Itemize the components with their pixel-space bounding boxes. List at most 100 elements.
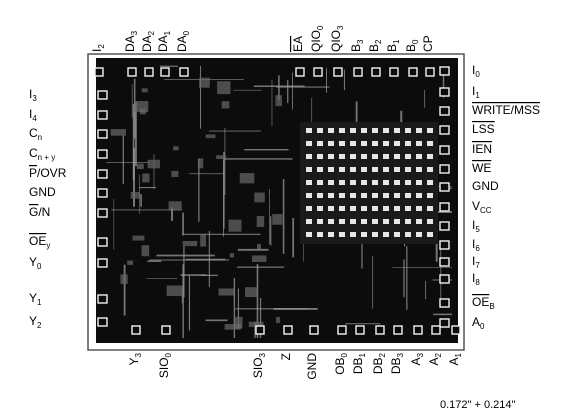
ram-cell — [317, 219, 323, 224]
pin-label-a0: A0 — [472, 315, 485, 331]
ram-cell — [383, 232, 389, 237]
ram-cell — [394, 128, 400, 133]
circuit-block — [168, 201, 182, 211]
pin-label-db1: DB1 — [351, 352, 367, 374]
ram-cell — [383, 128, 389, 133]
bond-pad-da1 — [160, 67, 170, 77]
circuit-block — [173, 146, 179, 151]
ram-cell — [427, 206, 433, 211]
ram-cell — [383, 180, 389, 185]
pin-label-cp: CP — [421, 35, 435, 52]
circuit-block — [221, 101, 230, 109]
bond-pad-db2 — [375, 325, 385, 335]
circuit-block — [217, 81, 231, 95]
circuit-block — [205, 134, 216, 139]
bond-pad-a3 — [413, 325, 423, 335]
bond-pad-i1 — [439, 87, 450, 97]
pin-label-sio0: SIO0 — [157, 352, 173, 378]
bond-pad-db1 — [355, 325, 365, 335]
bond-pad-y2 — [97, 317, 108, 327]
circuit-block — [147, 159, 161, 169]
ram-cell — [427, 141, 433, 146]
bond-pad-g-n — [97, 208, 108, 218]
circuit-block — [245, 287, 259, 298]
circuit-block — [275, 95, 282, 107]
ram-cell — [361, 206, 367, 211]
circuit-block — [182, 240, 198, 247]
ram-cell — [350, 206, 356, 211]
ram-cell — [383, 219, 389, 224]
pin-label-ien: IEN — [472, 142, 492, 156]
circuit-block — [132, 235, 145, 241]
circuit-block — [276, 316, 281, 324]
bond-pad-i3 — [97, 90, 108, 100]
ram-cell — [361, 128, 367, 133]
bond-pad-b3 — [353, 67, 363, 77]
ram-cell — [306, 232, 312, 237]
die-outline — [87, 53, 465, 351]
ram-cell — [339, 180, 345, 185]
ram-cell — [383, 206, 389, 211]
ram-cell — [350, 141, 356, 146]
ram-cell — [416, 180, 422, 185]
bond-pad-lss — [439, 125, 450, 135]
ram-cell — [339, 219, 345, 224]
pin-label-cn-y: Cn + y — [29, 146, 55, 162]
circuit-block — [272, 214, 283, 225]
pin-label-qio3: QIO3 — [329, 25, 345, 52]
bond-pad-y0 — [97, 258, 108, 268]
ram-cell — [339, 128, 345, 133]
ram-cell — [372, 167, 378, 172]
ram-cell — [350, 193, 356, 198]
ram-cell — [427, 128, 433, 133]
pin-label-y2: Y2 — [29, 314, 42, 330]
ram-cell — [328, 128, 334, 133]
bond-pad-y3 — [131, 325, 141, 335]
bond-pad-i2 — [94, 67, 104, 77]
ram-cell — [394, 219, 400, 224]
pin-label-da1: DA1 — [156, 30, 172, 52]
circuit-block — [256, 215, 265, 228]
circuit-block — [127, 260, 134, 265]
pin-label-i2: I2 — [90, 44, 106, 52]
ram-cell — [339, 206, 345, 211]
ram-cell — [372, 180, 378, 185]
bond-pad-oeb — [439, 298, 450, 308]
ram-cell — [394, 193, 400, 198]
bond-pad-da3 — [127, 67, 137, 77]
ram-cell — [405, 154, 411, 159]
ram-cell — [306, 167, 312, 172]
pin-label-i8: I8 — [472, 271, 480, 287]
ram-cell — [361, 193, 367, 198]
bond-pad-a2 — [431, 325, 441, 335]
ram-cell — [306, 180, 312, 185]
bond-pad-oey — [97, 237, 108, 247]
bond-pad-y1 — [97, 294, 108, 304]
circuit-block — [197, 158, 204, 169]
pin-label-z: Z — [279, 353, 293, 360]
pin-label-da3: DA3 — [123, 30, 139, 52]
pin-label-i7: I7 — [472, 254, 480, 270]
ram-cell — [427, 193, 433, 198]
ram-cell — [361, 141, 367, 146]
pin-label-i1: I1 — [472, 84, 480, 100]
ram-cell — [383, 154, 389, 159]
ram-cell — [350, 232, 356, 237]
ram-cell — [394, 206, 400, 211]
ram-cell — [306, 193, 312, 198]
circuit-block — [134, 101, 149, 113]
ram-cell — [339, 154, 345, 159]
ram-cell — [350, 219, 356, 224]
pin-label-i3: I3 — [29, 87, 37, 103]
ram-cell — [328, 232, 334, 237]
circuit-block — [256, 243, 262, 250]
pin-label-oeb: OEB — [472, 295, 495, 311]
bond-pad-i7 — [439, 257, 450, 267]
ram-cell — [383, 193, 389, 198]
bond-pad-gnd-bottom — [309, 325, 319, 335]
ram-cell — [427, 167, 433, 172]
ram-cell — [361, 167, 367, 172]
ram-cell — [383, 141, 389, 146]
bond-pad-i6 — [439, 240, 450, 250]
